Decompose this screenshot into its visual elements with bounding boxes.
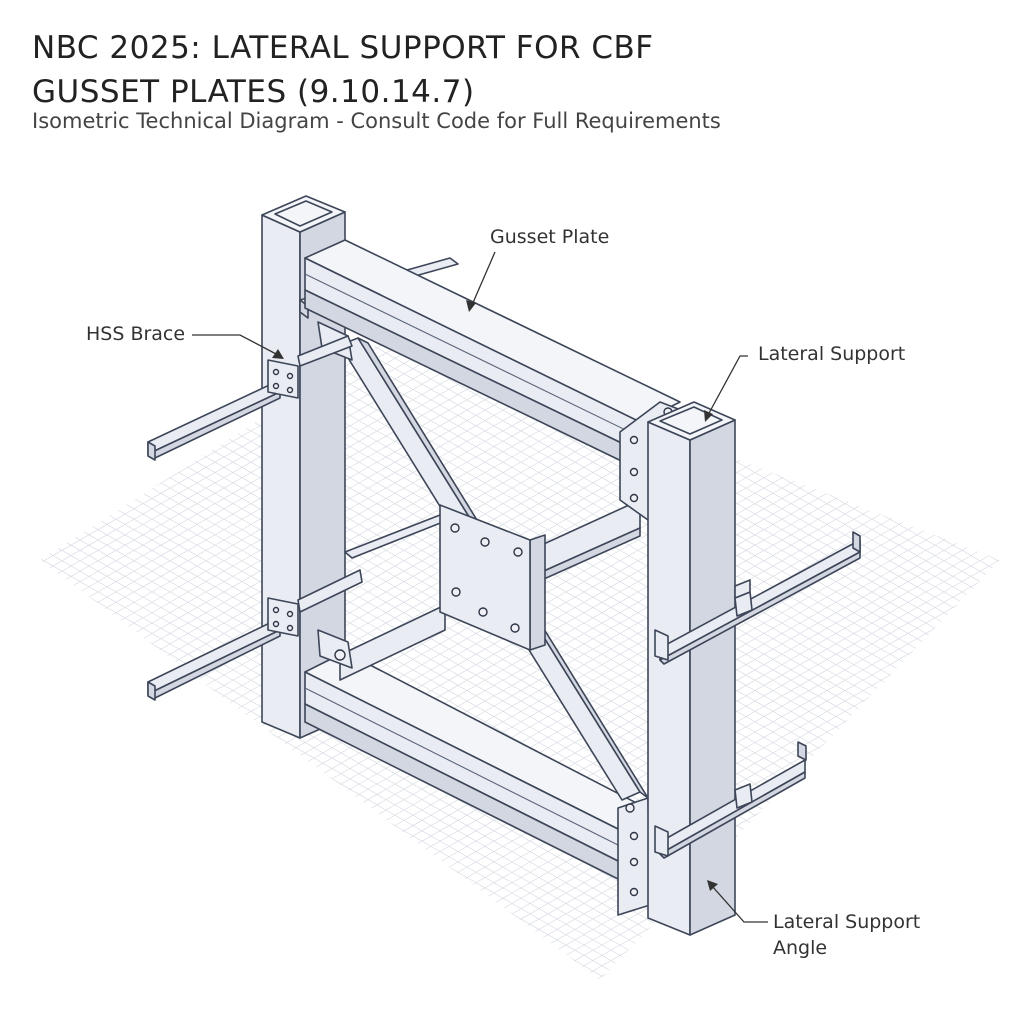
label-lateral-support-angle: Lateral Support Angle: [707, 880, 920, 959]
bottom-beam: [304, 651, 651, 881]
right-angle-upper: [654, 531, 861, 665]
center-strut-upper: [534, 499, 641, 584]
label-lateral-support-text: Lateral Support: [758, 343, 905, 365]
diagram-title: NBC 2025: LATERAL SUPPORT FOR CBF GUSSET…: [32, 30, 654, 110]
label-hss-brace: HSS Brace: [86, 323, 284, 359]
left-front-angle-lower: [147, 597, 299, 701]
right-angle-back-stub: [734, 579, 751, 599]
label-gusset-plate: Gusset Plate: [466, 226, 609, 312]
center-strut-lower: [339, 604, 446, 681]
label-lateral-support-angle-line1: Lateral Support: [773, 911, 920, 933]
label-lateral-support-angle-line2: Angle: [773, 937, 827, 959]
top-beam: [304, 239, 681, 471]
label-gusset-plate-text: Gusset Plate: [490, 226, 609, 248]
bottom-right-gusset: [617, 797, 651, 916]
left-front-angle-upper: [147, 359, 299, 461]
left-mid-strut: [297, 335, 363, 613]
diagram-subtitle: Isometric Technical Diagram - Consult Co…: [32, 109, 721, 133]
center-gusset-plate: [439, 504, 546, 651]
left-back-angle-lower: [344, 514, 449, 559]
bottom-left-gusset: [317, 629, 353, 669]
label-hss-brace-text: HSS Brace: [86, 323, 185, 345]
label-lateral-support: Lateral Support: [704, 343, 905, 422]
right-angle-lower: [654, 741, 807, 859]
